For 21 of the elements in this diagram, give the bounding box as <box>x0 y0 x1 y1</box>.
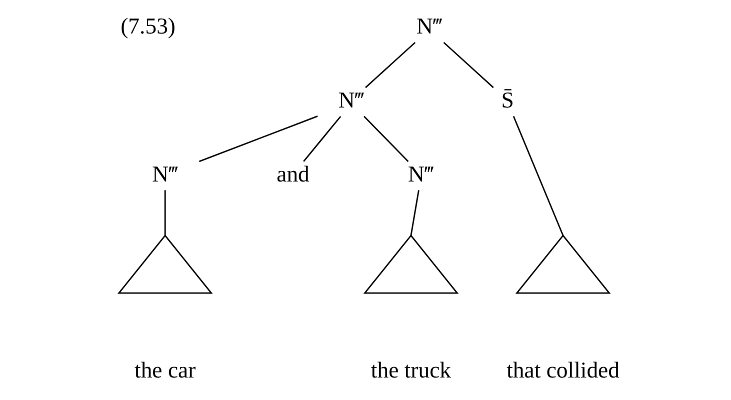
node-text: N‴ <box>408 161 434 186</box>
connector <box>512 116 564 236</box>
connector <box>364 116 409 162</box>
connector <box>443 42 494 88</box>
node-triangle <box>117 234 213 294</box>
connector <box>164 190 166 236</box>
connector <box>198 116 318 162</box>
node-triangle <box>363 234 459 294</box>
node-label: the truck <box>370 357 452 382</box>
node-text: N‴ <box>152 161 178 186</box>
node-label: that collided <box>506 357 620 382</box>
connector <box>365 42 416 88</box>
node-label: the car <box>134 357 196 382</box>
connector <box>303 116 342 162</box>
connector <box>410 190 420 236</box>
node-text: S̄ <box>501 87 514 112</box>
node-text: N‴ <box>338 87 364 112</box>
label: (7.53) <box>120 13 176 38</box>
node-text: and <box>276 161 310 186</box>
node-triangle <box>515 234 611 294</box>
node-text: N‴ <box>416 13 442 38</box>
